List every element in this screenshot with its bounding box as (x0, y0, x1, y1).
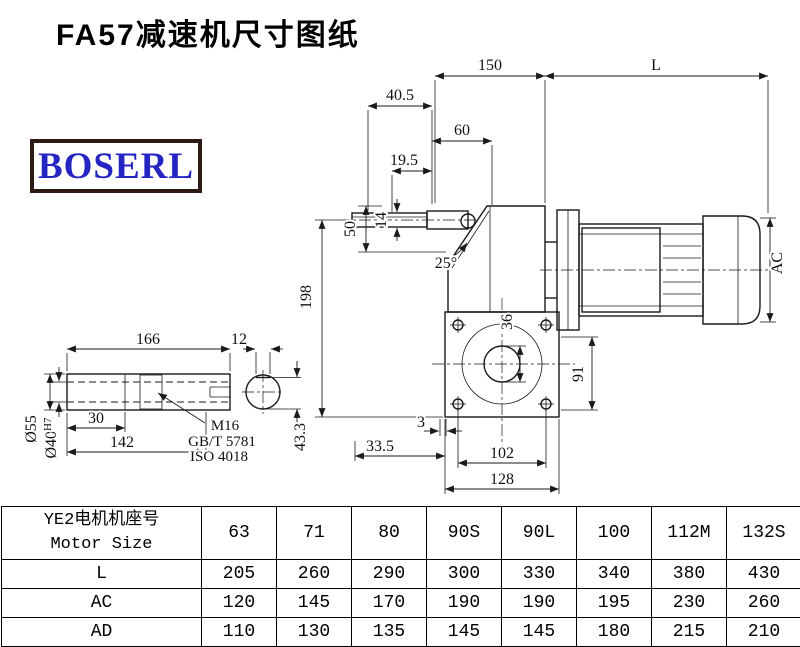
dim-dia-40: Ø40H7 (42, 417, 60, 459)
cell-L-132s: 430 (727, 560, 800, 589)
dim-dia-40-tolerance: H7 (42, 417, 54, 431)
dim-dia-55: Ø55 (23, 415, 40, 443)
cell-L-80: 290 (352, 560, 427, 589)
motor-size-header-cn: YE2电机机座号 (2, 509, 201, 533)
dim-150: 150 (478, 57, 502, 74)
col-header-90l: 90L (502, 507, 577, 560)
motor-size-header-cell: YE2电机机座号 Motor Size (2, 507, 202, 560)
gearbox-outline (352, 206, 559, 417)
col-header-63: 63 (202, 507, 277, 560)
spec-table: YE2电机机座号 Motor Size 63 71 80 90S 90L 100… (1, 506, 800, 647)
cell-AC-90s: 190 (427, 589, 502, 618)
dim-12: 12 (231, 331, 247, 348)
cell-AD-80: 135 (352, 618, 427, 647)
dim-166: 166 (136, 331, 160, 348)
dim-128: 128 (490, 471, 514, 488)
col-header-132s: 132S (727, 507, 800, 560)
dim-50: 50 (342, 221, 359, 237)
table-header-row: YE2电机机座号 Motor Size 63 71 80 90S 90L 100… (2, 507, 800, 560)
row-label-AC: AC (2, 589, 202, 618)
cell-L-63: 205 (202, 560, 277, 589)
col-header-112m: 112M (652, 507, 727, 560)
cell-AD-90l: 145 (502, 618, 577, 647)
cell-AC-80: 170 (352, 589, 427, 618)
cell-AD-100: 180 (577, 618, 652, 647)
dim-3: 3 (417, 414, 425, 431)
cell-AC-132s: 260 (727, 589, 800, 618)
row-label-L: L (2, 560, 202, 589)
dim-14: 14 (373, 212, 390, 228)
table-row-AD: AD 110 130 135 145 145 180 215 210 (2, 618, 800, 647)
dimension-lines (50, 76, 770, 489)
cell-AC-63: 120 (202, 589, 277, 618)
cell-AD-112m: 215 (652, 618, 727, 647)
cell-AC-71: 145 (277, 589, 352, 618)
label-m16: M16 (211, 418, 240, 434)
cell-AD-132s: 210 (727, 618, 800, 647)
label-iso-4018: ISO 4018 (190, 449, 248, 465)
cell-AC-90l: 190 (502, 589, 577, 618)
dim-43-3: 43.3 (292, 423, 309, 451)
dim-dia-40-value: Ø40 (43, 431, 60, 459)
dim-33-5: 33.5 (366, 438, 394, 455)
technical-drawing: 150 L 40.5 60 19.5 14 50 25° 198 36 AC 9… (0, 0, 800, 502)
col-header-90s: 90S (427, 507, 502, 560)
cell-L-90l: 330 (502, 560, 577, 589)
cell-AD-90s: 145 (427, 618, 502, 647)
cell-L-90s: 300 (427, 560, 502, 589)
row-label-AD: AD (2, 618, 202, 647)
dim-60: 60 (454, 122, 470, 139)
dim-AC: AC (769, 252, 786, 274)
dim-198: 198 (298, 285, 315, 309)
dim-102: 102 (490, 445, 514, 462)
cell-L-112m: 380 (652, 560, 727, 589)
dim-L: L (651, 57, 661, 74)
col-header-71: 71 (277, 507, 352, 560)
motor-size-header-en: Motor Size (2, 533, 201, 557)
table-row-L: L 205 260 290 300 330 340 380 430 (2, 560, 800, 589)
dim-40-5: 40.5 (386, 87, 414, 104)
dim-19-5: 19.5 (390, 152, 418, 169)
cell-L-71: 260 (277, 560, 352, 589)
cell-L-100: 340 (577, 560, 652, 589)
cell-AD-71: 130 (277, 618, 352, 647)
extension-lines (44, 80, 776, 494)
label-gbt-5781: GB/T 5781 (188, 434, 256, 450)
cell-AD-63: 110 (202, 618, 277, 647)
table-row-AC: AC 120 145 170 190 190 195 230 260 (2, 589, 800, 618)
col-header-80: 80 (352, 507, 427, 560)
cell-AC-100: 195 (577, 589, 652, 618)
dim-142: 142 (110, 434, 134, 451)
dim-angle-25: 25° (435, 255, 457, 272)
col-header-100: 100 (577, 507, 652, 560)
dim-91: 91 (570, 366, 587, 382)
dim-30: 30 (88, 410, 104, 427)
dim-36: 36 (499, 314, 516, 330)
cell-AC-112m: 230 (652, 589, 727, 618)
dimension-labels: 150 L 40.5 60 19.5 14 50 25° 198 36 AC 9… (23, 57, 786, 488)
